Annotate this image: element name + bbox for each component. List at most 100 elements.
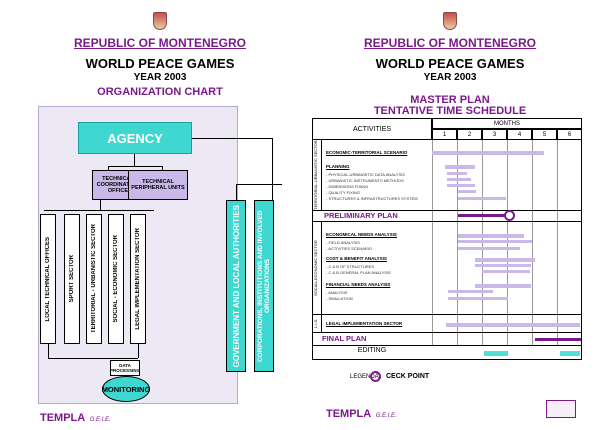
connector (138, 344, 139, 358)
sector-label: LOCAL TECHNICAL OFFICES (45, 236, 51, 322)
monitoring-label: MONITORING (101, 384, 151, 394)
connector (272, 138, 273, 200)
row-planning: PLANNING (326, 164, 350, 169)
month-cell: 3 (482, 129, 507, 140)
left-title: WORLD PEACE GAMES (85, 56, 235, 71)
agency-box: AGENCY (78, 122, 192, 154)
connector (108, 166, 162, 167)
sector-label: TERRITORIAL - URBANISTIC SECTOR (91, 224, 97, 334)
bar-editing-1 (484, 351, 508, 356)
row-p2: - URBANISTIC INSTRUMENTS METHODS (326, 178, 404, 183)
month-column-line (532, 140, 533, 346)
bar-p2 (447, 178, 471, 181)
bar-cost (475, 258, 535, 262)
sector-box-sport: SPORT SECTOR (64, 214, 80, 344)
checkpoint-icon (504, 210, 515, 221)
bar-final (535, 338, 581, 341)
bb-partner-logo (546, 400, 576, 418)
row-p4: - QUALITY FIXING (326, 190, 360, 195)
row-fin: FINANCIAL NEEDS ANALYSIS (326, 282, 391, 287)
lis-label: L.I.S. (313, 318, 318, 328)
preliminary-band (312, 210, 582, 222)
montenegro-crest-icon (153, 12, 167, 30)
bar-econ-terr (432, 151, 544, 155)
bar-f2 (448, 297, 508, 300)
row-final: FINAL PLAN (322, 334, 367, 343)
month-column-line (432, 140, 433, 346)
left-year: YEAR 2003 (133, 72, 187, 83)
sector-label: SOCIAL - ECONOMIC SECTOR (113, 235, 119, 323)
connector (48, 344, 49, 358)
bar-p3 (447, 184, 475, 187)
row-econ-needs: ECONOMICAL NEEDS ANALYSIS (326, 232, 397, 237)
row-c2: - C & B GENERAL PLAN ANALYSIS (326, 270, 391, 275)
sector-label: SPORT SECTOR (69, 255, 75, 303)
government-label: GOVERNMENT AND LOCAL AUTHORITIES (231, 204, 241, 368)
templa-wordmark: TEMPLA (326, 408, 372, 420)
row-f1: - ANALYSIS (326, 290, 348, 295)
month-column-line (507, 140, 508, 346)
row-e1: - FIELD ANALYSIS (326, 240, 360, 245)
connector (192, 138, 272, 139)
bar-e2 (458, 247, 520, 250)
government-box: GOVERNMENT AND LOCAL AUTHORITIES (226, 200, 246, 372)
connector (100, 200, 101, 210)
montenegro-crest-icon (443, 12, 457, 30)
corporations-box: CORPORATIONS, INSTITUTIONS AND INVOLVED … (254, 200, 274, 372)
activities-header: ACTIVITIES (312, 118, 432, 140)
row-f2: - SIMULATION (326, 296, 353, 301)
row-p5: - STRUCTURES & INFRASTRUCTURES SYSTEM (326, 196, 418, 201)
legend-checkpoint-icon (370, 371, 381, 382)
row-p1: - PHYSICAL-URBANISTIC DATA ANALYSIS (326, 172, 405, 177)
row-p3: - DIMENSIONS FIXING (326, 184, 369, 189)
bar-f1 (448, 290, 493, 293)
connector (44, 210, 154, 211)
bar-e1 (458, 240, 532, 243)
months-header: MONTHS (432, 118, 582, 129)
bar-p1 (447, 172, 467, 175)
sector-box-legal: LEGAL IMPLEMENTATION SECTOR (130, 214, 146, 344)
bar-preliminary (458, 214, 510, 217)
legend-checkpoint-label: CECK POINT (386, 373, 430, 380)
row-preliminary: PRELIMINARY PLAN (324, 211, 398, 220)
data-processing-box: DATA PROCESSING (110, 360, 140, 376)
geie-label: G.E.I.E. (375, 413, 397, 419)
geie-label: G.E.I.E. (89, 417, 111, 423)
monitoring-oval: MONITORING (102, 376, 150, 402)
month-column-line (482, 140, 483, 346)
bar-p4 (458, 190, 476, 193)
right-title: WORLD PEACE GAMES (375, 56, 525, 71)
row-e2: - ACTIVITIES SCENARIO (326, 246, 373, 251)
row-editing: EDITING (357, 347, 387, 354)
territorial-sector-label: TERRITORIAL-URBANISTIC SECTOR (313, 140, 318, 210)
month-column-line (457, 140, 458, 346)
tech-peripheral-box: TECHNICAL PERIPHERAL UNITS (128, 170, 188, 200)
month-cell: 4 (507, 129, 532, 140)
final-band (312, 332, 582, 346)
month-cell: 6 (557, 129, 582, 140)
right-year: YEAR 2003 (423, 72, 477, 83)
left-templa-logo: TEMPLA G.E.I.E. (40, 408, 111, 426)
bar-fin (475, 284, 531, 288)
legend-label: LEGENDA: (350, 374, 381, 380)
connector (108, 166, 109, 170)
sector-label: LEGAL IMPLEMENTATION SECTOR (135, 228, 141, 330)
left-subtitle: ORGANIZATION CHART (97, 86, 223, 98)
month-cell: 2 (457, 129, 482, 140)
connector (162, 166, 163, 170)
connector (48, 358, 138, 359)
bar-c1 (475, 264, 531, 267)
sector-box-territorial: TERRITORIAL - URBANISTIC SECTOR (86, 214, 102, 344)
month-column-line (557, 140, 558, 346)
sector-divider (312, 314, 322, 332)
bar-c2 (482, 270, 530, 273)
corporations-label: CORPORATIONS, INSTITUTIONS AND INVOLVED … (257, 210, 271, 362)
connector (134, 154, 135, 166)
row-legal: LEGAL IMPLEMENTATION SECTOR (326, 321, 403, 326)
right-republic-heading: REPUBLIC OF MONTENEGRO (363, 36, 536, 50)
sector-divider (312, 222, 322, 314)
sector-box-social: SOCIAL - ECONOMIC SECTOR (108, 214, 124, 344)
social-sector-label: SOCIAL-ECONOMIC SECTOR (313, 240, 318, 296)
row-cost: COST & BENEFIT ANALYSIS (326, 256, 387, 261)
legal-band (312, 314, 582, 332)
